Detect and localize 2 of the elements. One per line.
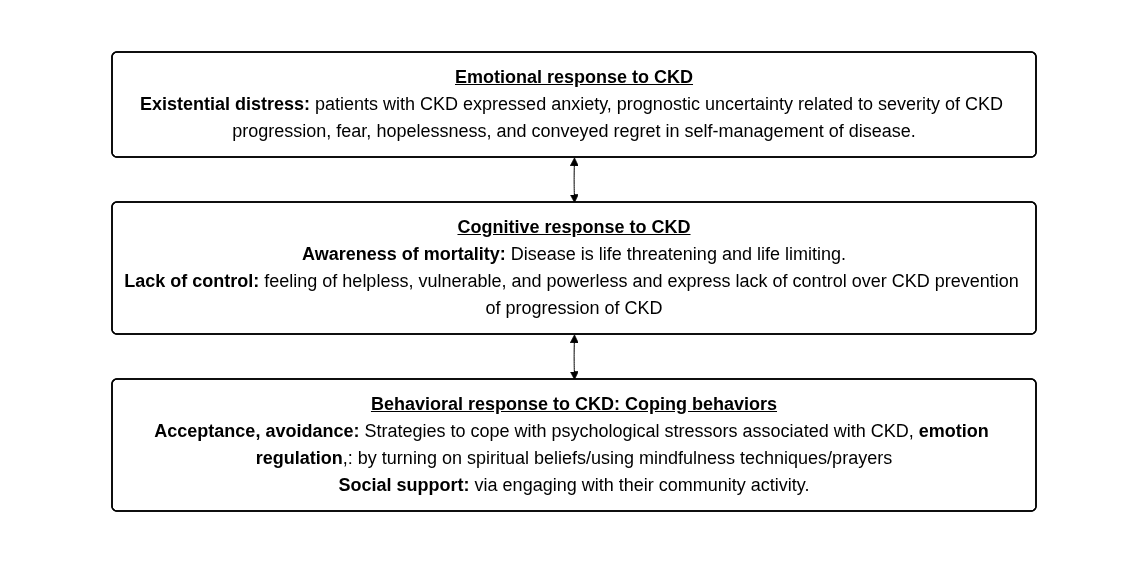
arrow [569,334,579,380]
arrow [569,157,579,203]
